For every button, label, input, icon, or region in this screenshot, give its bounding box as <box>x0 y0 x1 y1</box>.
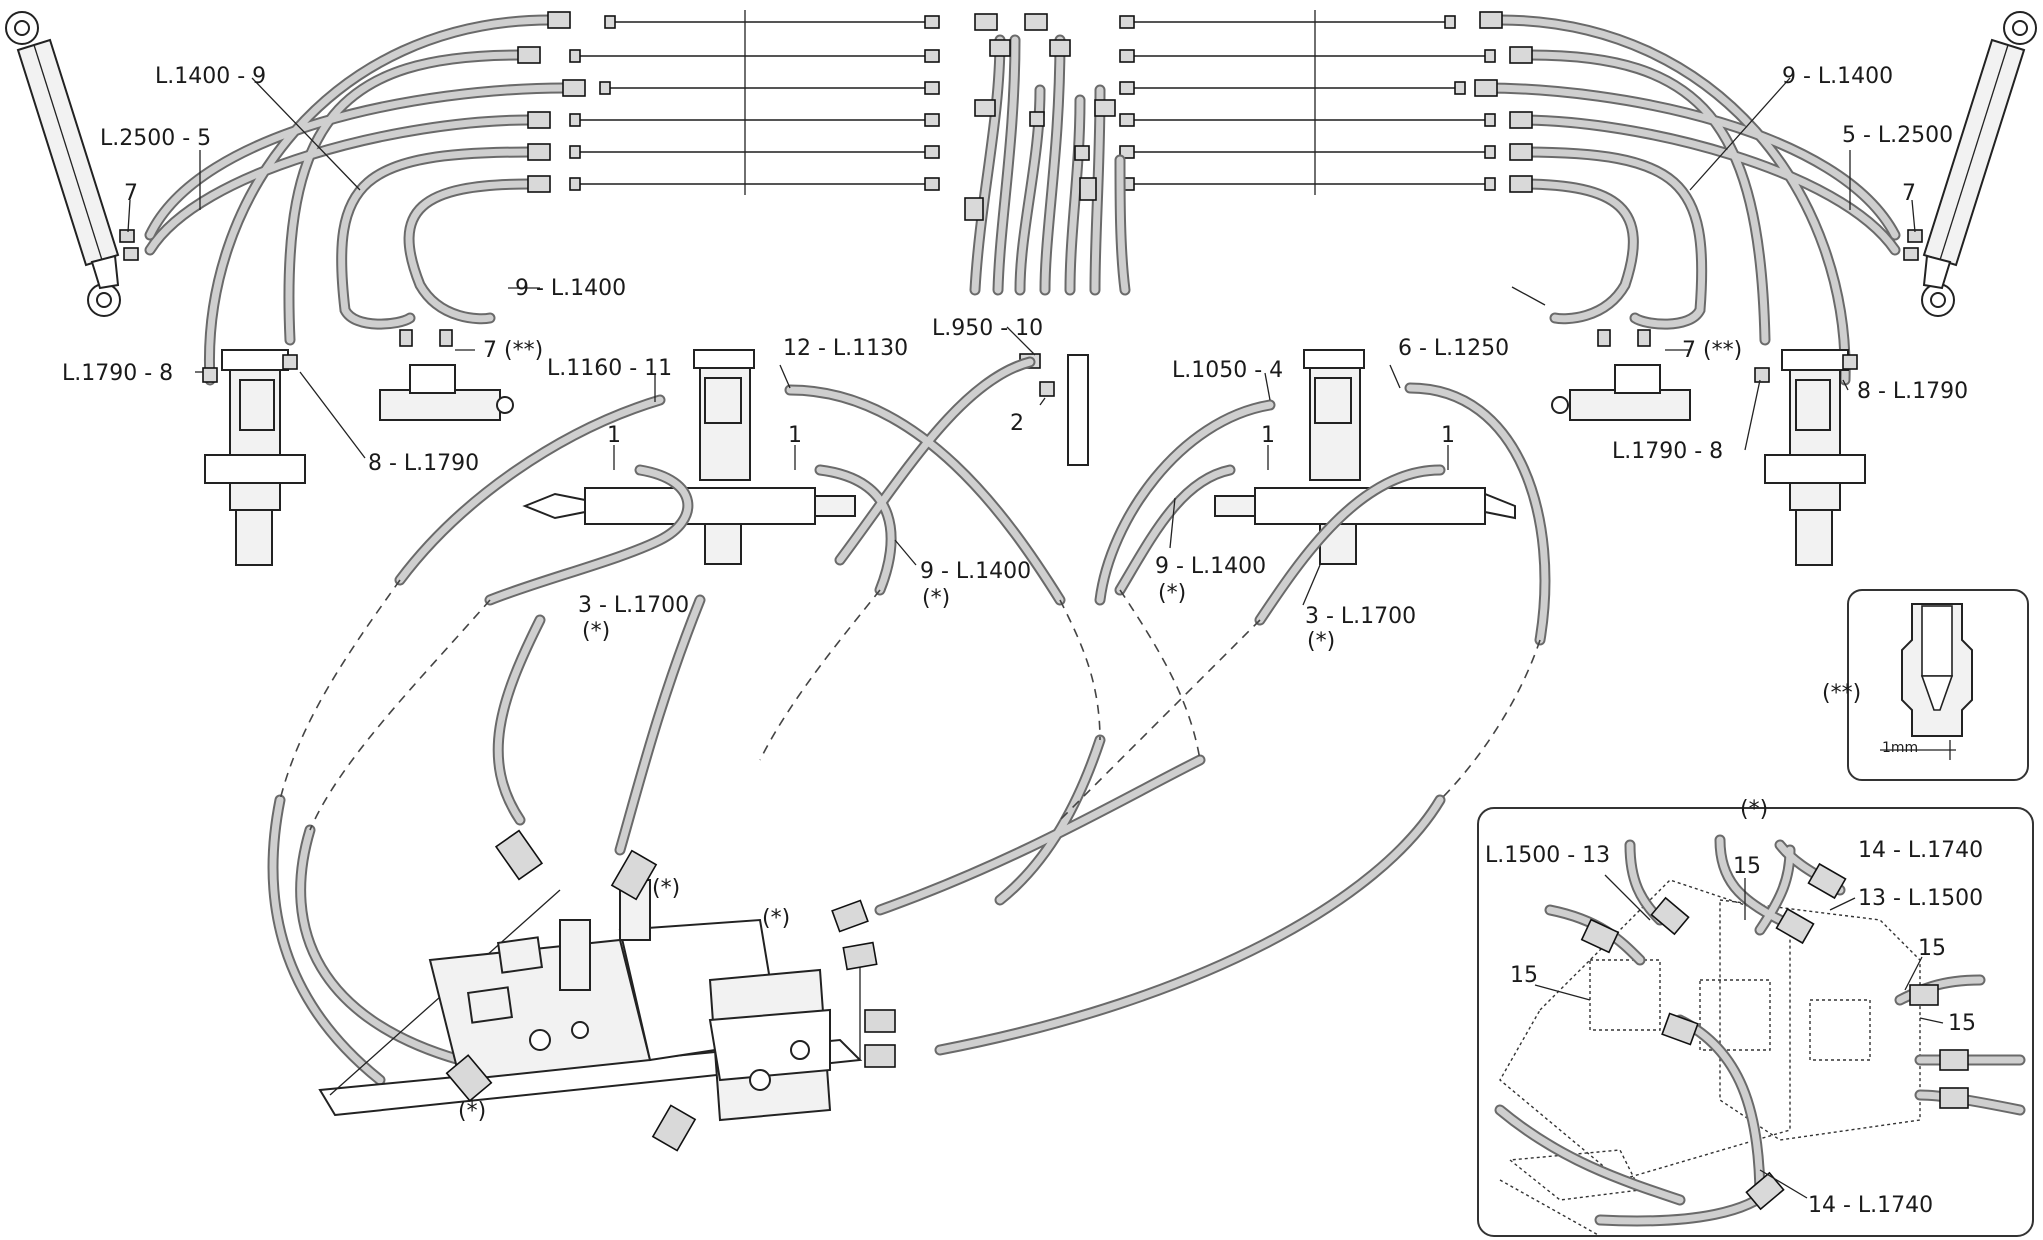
label-l1050-4: L.1050 - 4 <box>1172 358 1283 383</box>
label-inset-star: (*) <box>1740 797 1768 822</box>
label-l1790-8-right: L.1790 - 8 <box>1612 439 1723 464</box>
label-12-l1130: 12 - L.1130 <box>783 336 908 361</box>
label-star-f: (*) <box>762 906 790 931</box>
label-15-d: 15 <box>1948 1011 1976 1036</box>
label-7-right: 7 <box>1902 181 1916 206</box>
label-15-b: 15 <box>1918 936 1946 961</box>
top-horizontal-lines <box>569 10 1496 195</box>
left-tilt-cylinder <box>5 11 139 317</box>
label-l2500-5-left: L.2500 - 5 <box>100 126 211 151</box>
label-l950-10: L.950 - 10 <box>932 316 1043 341</box>
label-9-l1400-center-left: 9 - L.1400 <box>920 559 1031 584</box>
label-15-a: 15 <box>1733 854 1761 879</box>
label-3-l1700-left: 3 - L.1700 <box>578 593 689 618</box>
label-7-left: 7 <box>124 181 138 206</box>
labels: L.1400 - 9 L.2500 - 5 7 9 - L.1400 7 (**… <box>62 64 1983 1218</box>
center-left-cylinder <box>522 349 856 565</box>
left-lift-cylinder <box>202 349 306 566</box>
center-hose-bundle <box>964 13 1131 296</box>
label-star-g: (*) <box>458 1099 486 1124</box>
label-l1500-13: L.1500 - 13 <box>1485 843 1610 868</box>
label-1-a: 1 <box>607 423 621 448</box>
inset-box-star <box>1477 807 2034 1237</box>
label-13-l1500: 13 - L.1500 <box>1858 886 1983 911</box>
center-small-part <box>1019 353 1089 466</box>
label-9-l1400-top-right: 9 - L.1400 <box>1782 64 1893 89</box>
right-small-cylinder <box>1551 329 1691 421</box>
label-1-d: 1 <box>1441 423 1455 448</box>
label-star-b: (*) <box>922 586 950 611</box>
label-star-a: (*) <box>582 619 610 644</box>
label-l1790-8-left: L.1790 - 8 <box>62 361 173 386</box>
mid-hoses <box>267 356 1551 1116</box>
left-small-cylinder <box>379 329 514 421</box>
label-star-d: (*) <box>1307 629 1335 654</box>
label-7-double-star-left: 7 (**) <box>483 338 543 363</box>
label-8-l1790-right: 8 - L.1790 <box>1857 379 1968 404</box>
label-14-l1740-bottom: 14 - L.1740 <box>1808 1193 1933 1218</box>
right-lift-cylinder <box>1754 349 1866 566</box>
valve-block <box>318 829 896 1152</box>
label-9-l1400-center-right: 9 - L.1400 <box>1155 554 1266 579</box>
detail-box-restrictor <box>1847 589 2029 781</box>
label-1-b: 1 <box>788 423 802 448</box>
leader-lines <box>127 77 1944 1199</box>
label-6-l1250: 6 - L.1250 <box>1398 336 1509 361</box>
label-1-c: 1 <box>1261 423 1275 448</box>
label-5-l2500-right: 5 - L.2500 <box>1842 123 1953 148</box>
top-left-hoses <box>144 11 586 386</box>
label-14-l1740-top: 14 - L.1740 <box>1858 838 1983 863</box>
label-15-c: 15 <box>1510 963 1538 988</box>
top-right-hoses <box>1474 11 1901 386</box>
label-7-double-star-right: 7 (**) <box>1682 338 1742 363</box>
label-9-l1400-left-mid: 9 - L.1400 <box>515 276 626 301</box>
label-2: 2 <box>1010 411 1024 436</box>
label-l1160-11: L.1160 - 11 <box>547 356 672 381</box>
label-l1400-9-top-left: L.1400 - 9 <box>155 64 266 89</box>
label-3-l1700-right: 3 - L.1700 <box>1305 604 1416 629</box>
label-detail-double-star: (**) <box>1822 681 1861 706</box>
label-detail-1mm: 1mm <box>1882 740 1918 756</box>
label-star-c: (*) <box>1158 581 1186 606</box>
label-star-e: (*) <box>652 876 680 901</box>
right-tilt-cylinder <box>1903 11 2037 317</box>
label-8-l1790-left: 8 - L.1790 <box>368 451 479 476</box>
